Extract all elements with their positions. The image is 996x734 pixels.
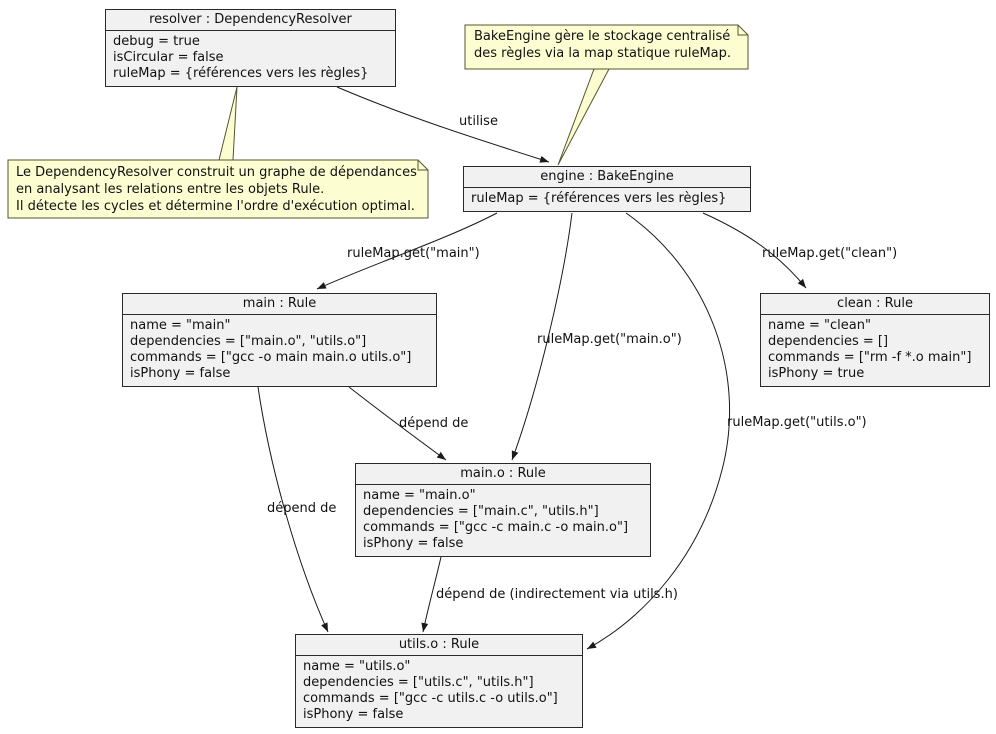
object-engine-title: engine : BakeEngine bbox=[464, 167, 750, 188]
object-attr: isPhony = false bbox=[303, 707, 404, 722]
object-clean: clean : Rule name = "clean" dependencies… bbox=[760, 293, 990, 387]
object-attr: commands = ["rm -f *.o main"] bbox=[768, 350, 972, 365]
edge-main-o-utils-o bbox=[421, 556, 442, 633]
object-attr: debug = true bbox=[113, 34, 200, 49]
object-main: main : Rule name = "main" dependencies =… bbox=[122, 293, 437, 387]
object-resolver-title: resolver : DependencyResolver bbox=[106, 10, 395, 31]
edge-engine-main bbox=[316, 212, 498, 290]
object-main-o: main.o : Rule name = "main.o" dependenci… bbox=[355, 463, 651, 557]
edge-engine-clean bbox=[702, 212, 807, 289]
object-attr: dependencies = [] bbox=[768, 334, 889, 349]
object-attr: dependencies = ["main.c", "utils.h"] bbox=[363, 504, 599, 519]
object-attr: ruleMap = {références vers les règles} bbox=[471, 191, 727, 206]
object-clean-title: clean : Rule bbox=[761, 294, 989, 315]
note-connector-resolver bbox=[218, 86, 238, 161]
note-resolver-shape bbox=[7, 159, 429, 219]
note-resolver-fold-icon bbox=[417, 160, 428, 171]
note-line: Le DependencyResolver construit un graph… bbox=[16, 165, 417, 180]
edge-label-get-main: ruleMap.get("main") bbox=[347, 246, 480, 261]
edge-label-utilise: utilise bbox=[459, 114, 498, 129]
object-attr: ruleMap = {références vers les règles} bbox=[113, 66, 369, 81]
object-engine: engine : BakeEngine ruleMap = {référence… bbox=[463, 166, 751, 212]
edge-main-main-o bbox=[348, 386, 447, 461]
object-main-o-title: main.o : Rule bbox=[356, 464, 650, 485]
object-clean-body: name = "clean" dependencies = [] command… bbox=[761, 315, 989, 386]
edge-label-get-utils-o: ruleMap.get("utils.o") bbox=[727, 415, 867, 430]
note-line: BakeEngine gère le stockage centralisé bbox=[474, 29, 731, 44]
object-attr: name = "main" bbox=[130, 318, 231, 333]
edge-label-depend-main-utils-o: dépend de bbox=[267, 501, 337, 516]
note-line: Il détecte les cycles et détermine l'ord… bbox=[16, 199, 415, 214]
note-line: des règles via la map statique ruleMap. bbox=[474, 46, 732, 61]
note-engine-shape bbox=[464, 24, 749, 70]
object-main-o-body: name = "main.o" dependencies = ["main.c"… bbox=[356, 485, 650, 556]
object-attr: dependencies = ["utils.c", "utils.h"] bbox=[303, 675, 534, 690]
object-attr: name = "utils.o" bbox=[303, 659, 411, 674]
object-attr: commands = ["gcc -o main main.o utils.o"… bbox=[130, 350, 412, 365]
object-utils-o-body: name = "utils.o" dependencies = ["utils.… bbox=[296, 656, 582, 727]
note-resolver: Le DependencyResolver construit un graph… bbox=[16, 164, 417, 215]
edge-label-get-main-o: ruleMap.get("main.o") bbox=[537, 332, 682, 347]
edge-label-depend-main-main-o: dépend de bbox=[399, 416, 469, 431]
object-resolver: resolver : DependencyResolver debug = tr… bbox=[105, 9, 396, 87]
note-engine: BakeEngine gère le stockage centralisé d… bbox=[474, 28, 731, 62]
edge-resolver-engine bbox=[336, 86, 550, 163]
edge-engine-utils-o bbox=[586, 212, 730, 650]
object-utils-o: utils.o : Rule name = "utils.o" dependen… bbox=[295, 634, 583, 728]
edge-main-utils-o bbox=[257, 386, 329, 633]
note-connector-engine bbox=[557, 68, 610, 166]
object-main-title: main : Rule bbox=[123, 294, 436, 315]
object-attr: isPhony = false bbox=[363, 536, 464, 551]
note-line: en analysant les relations entre les obj… bbox=[16, 182, 325, 197]
object-attr: commands = ["gcc -c utils.c -o utils.o"] bbox=[303, 691, 558, 706]
object-attr: commands = ["gcc -c main.c -o main.o"] bbox=[363, 520, 629, 535]
object-resolver-body: debug = true isCircular = false ruleMap … bbox=[106, 31, 395, 86]
edge-engine-main-o bbox=[511, 212, 573, 461]
object-attr: isPhony = false bbox=[130, 366, 231, 381]
object-utils-o-title: utils.o : Rule bbox=[296, 635, 582, 656]
object-attr: name = "main.o" bbox=[363, 488, 476, 503]
object-attr: dependencies = ["main.o", "utils.o"] bbox=[130, 334, 367, 349]
edge-label-depend-main-o-utils-o: dépend de (indirectement via utils.h) bbox=[436, 587, 678, 602]
object-main-body: name = "main" dependencies = ["main.o", … bbox=[123, 315, 436, 386]
object-attr: isCircular = false bbox=[113, 50, 224, 65]
edge-label-get-clean: ruleMap.get("clean") bbox=[762, 246, 898, 261]
note-engine-fold-icon bbox=[737, 25, 748, 36]
object-attr: isPhony = true bbox=[768, 366, 865, 381]
object-attr: name = "clean" bbox=[768, 318, 871, 333]
object-engine-body: ruleMap = {références vers les règles} bbox=[464, 188, 750, 211]
